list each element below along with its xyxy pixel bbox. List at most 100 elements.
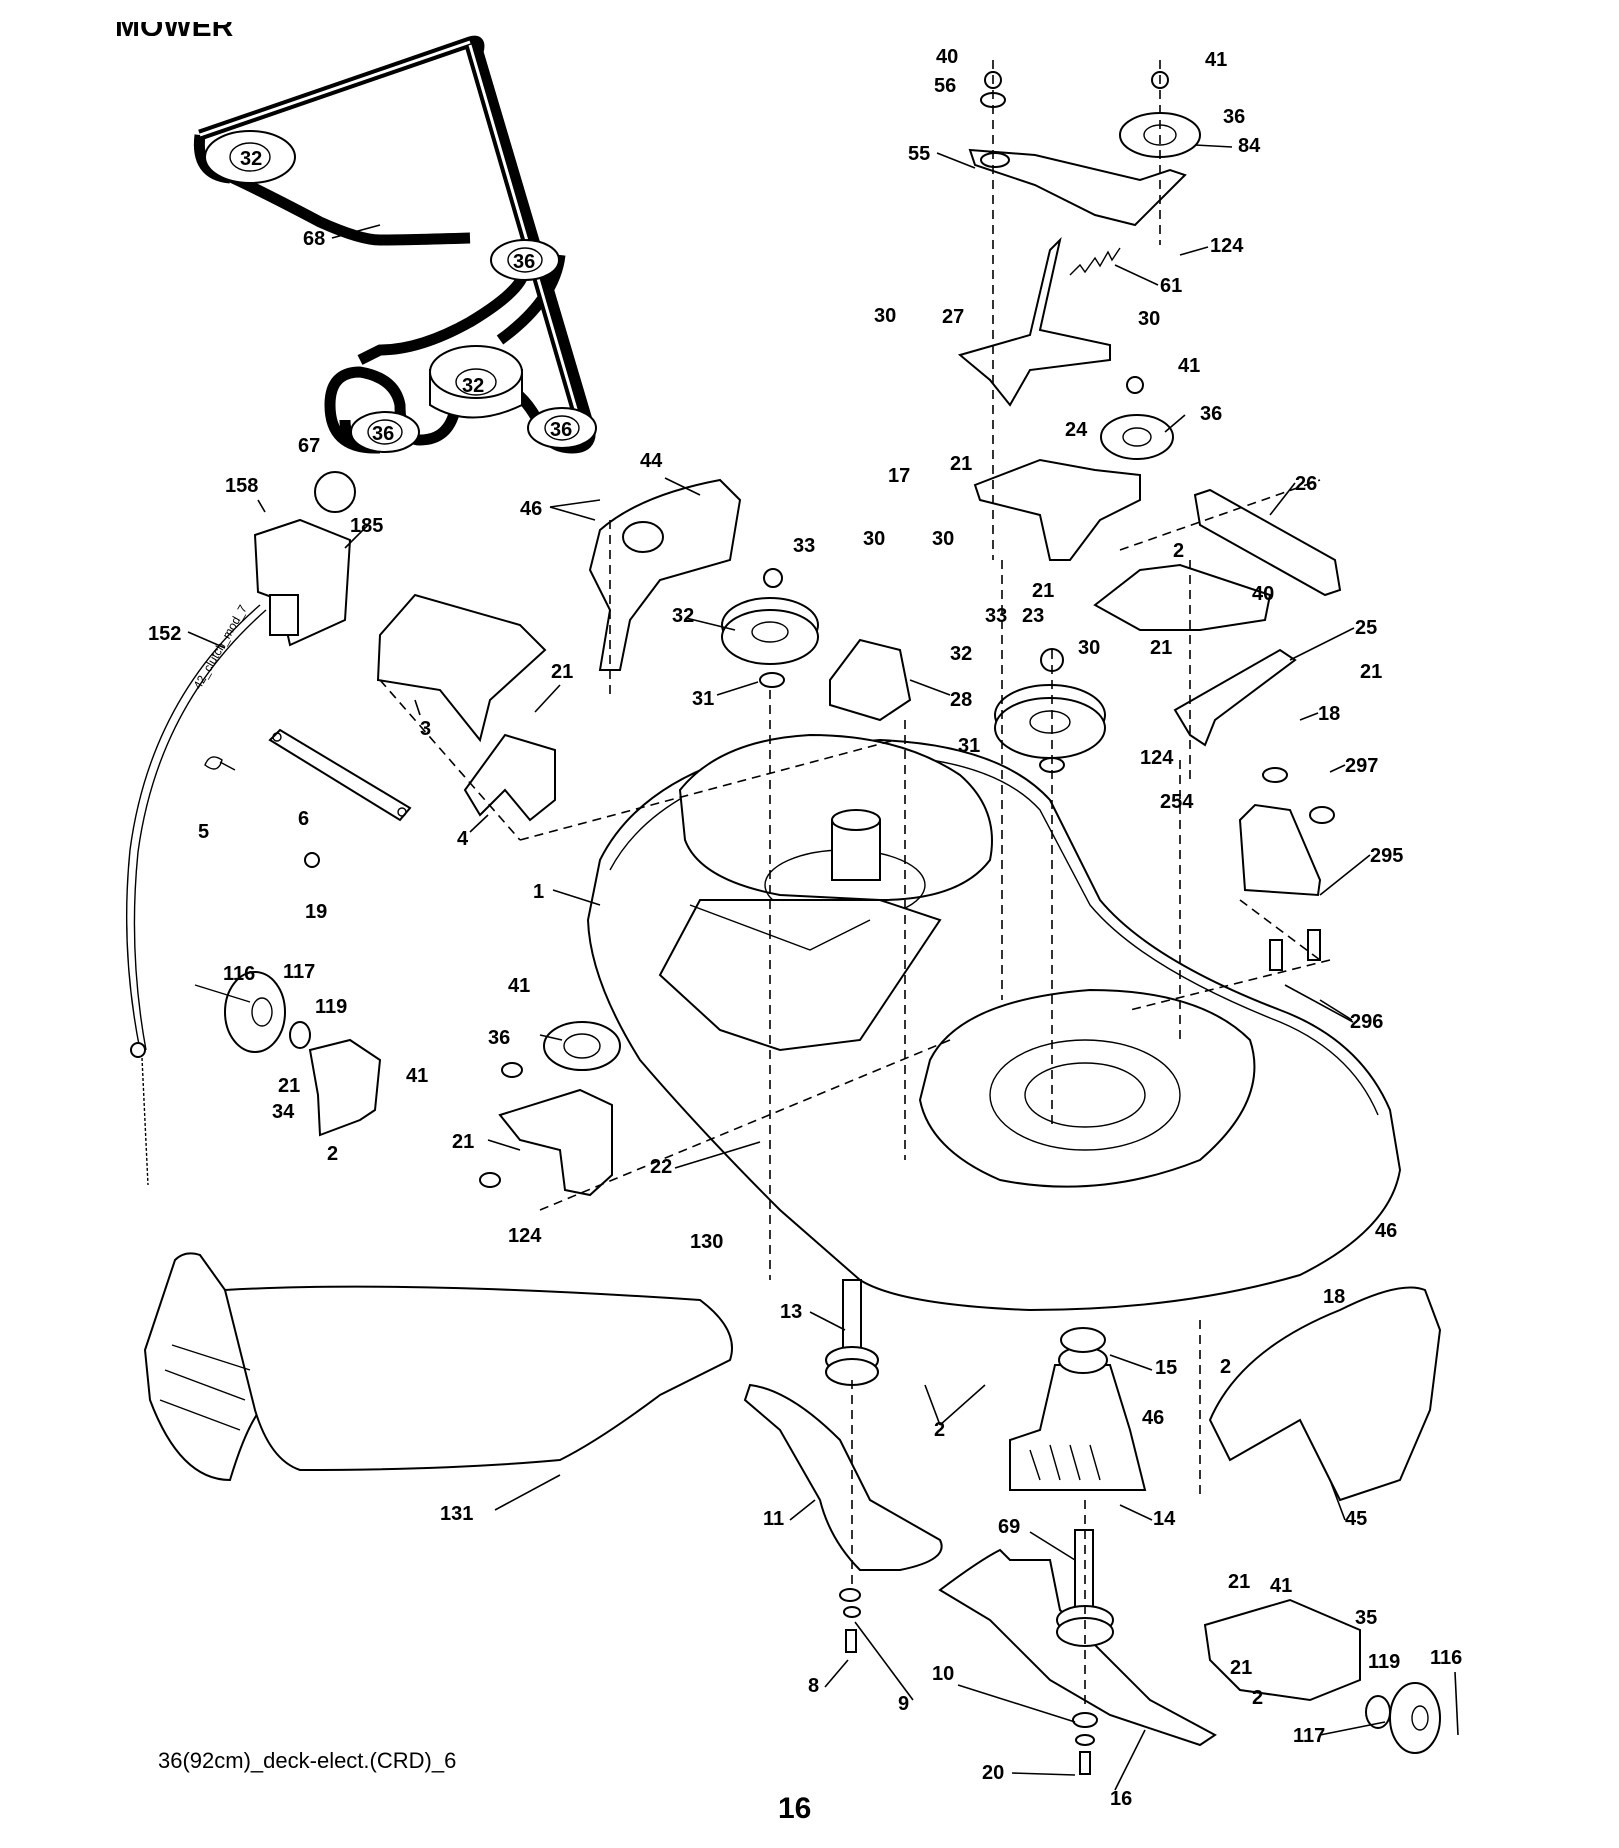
callout: 2 xyxy=(1173,540,1184,562)
callout: 35 xyxy=(1355,1607,1377,1629)
idler-arm-6 xyxy=(268,728,412,822)
callout: 56 xyxy=(934,75,956,97)
callout: 297 xyxy=(1345,755,1378,777)
callout: 44 xyxy=(640,450,663,472)
callout: 119 xyxy=(315,996,347,1018)
callout: 18 xyxy=(1318,703,1340,725)
callout: 36 xyxy=(488,1027,510,1049)
callout: 119 xyxy=(1368,1651,1400,1673)
callout: 295 xyxy=(1370,845,1403,867)
callout: 117 xyxy=(1293,1725,1325,1747)
callout: 124 xyxy=(508,1225,542,1247)
callout: 21 xyxy=(1230,1657,1252,1679)
cable-bracket xyxy=(253,471,356,647)
callout: 40 xyxy=(936,46,958,68)
callout: 30 xyxy=(932,528,954,550)
callout: 116 xyxy=(1430,1647,1462,1669)
callout: 40 xyxy=(1252,583,1274,605)
callout: 46 xyxy=(520,498,542,520)
gauge-wheel-right xyxy=(1203,1598,1441,1754)
pulley-36-mid xyxy=(1100,376,1174,460)
bolt-19 xyxy=(304,852,320,868)
callout: 26 xyxy=(1295,473,1317,495)
callout: 32 xyxy=(950,643,972,665)
callout: 116 xyxy=(223,963,255,985)
callout: 20 xyxy=(982,1762,1004,1784)
callout: 21 xyxy=(950,453,972,475)
callout: 21 xyxy=(1228,1571,1250,1593)
callout: 67 xyxy=(298,435,320,457)
callout: 15 xyxy=(1155,1357,1177,1379)
callout: 22 xyxy=(650,1156,672,1178)
callout-labels: 32 36 32 36 36 68 67 158 185 152 44 46 3… xyxy=(148,46,1462,1810)
callout: 41 xyxy=(1270,1575,1292,1597)
callout: 13 xyxy=(780,1301,802,1323)
callout: 41 xyxy=(508,975,530,997)
callout: 11 xyxy=(763,1508,784,1530)
callout: 30 xyxy=(863,528,885,550)
belt-shield-44 xyxy=(588,478,742,671)
callout: 2 xyxy=(327,1143,338,1165)
callout: 30 xyxy=(874,305,896,327)
callout: 152 xyxy=(148,623,181,645)
callout: 36 xyxy=(513,251,535,273)
bracket-27 xyxy=(957,236,1111,407)
callout: 18 xyxy=(1323,1286,1345,1308)
callout: 33 xyxy=(985,605,1007,627)
callout: 21 xyxy=(1360,661,1382,683)
callout: 124 xyxy=(1210,235,1244,257)
callout: 84 xyxy=(1238,135,1261,157)
alignment-lines xyxy=(379,60,1331,1710)
pulley-32-left xyxy=(721,568,819,688)
hitch-pin-5 xyxy=(204,756,236,771)
bracket-3 xyxy=(376,593,547,743)
callout: 24 xyxy=(1065,419,1088,441)
callout: 10 xyxy=(932,1663,954,1685)
callout: 16 xyxy=(1110,1788,1132,1810)
spindle-housing-14 xyxy=(1009,1327,1147,1491)
leader-lines xyxy=(187,144,1459,1791)
drawing-caption: 36(92cm)_deck-elect.(CRD)_6 xyxy=(158,1748,456,1773)
belt-pulleys xyxy=(204,130,597,453)
callout: 21 xyxy=(551,661,573,683)
callout: 28 xyxy=(950,689,972,711)
arm-25 xyxy=(1173,648,1297,747)
bottom-hardware xyxy=(839,1588,1098,1775)
callout: 68 xyxy=(303,228,325,250)
callout: 41 xyxy=(1205,49,1227,71)
callout: 36 xyxy=(1200,403,1222,425)
callout: 296 xyxy=(1350,1011,1383,1033)
callout: 31 xyxy=(958,735,980,757)
callout: 30 xyxy=(1078,637,1100,659)
callout: 41 xyxy=(406,1065,428,1087)
bracket-4 xyxy=(463,733,556,822)
callout: 131 xyxy=(440,1503,473,1525)
callout: 55 xyxy=(908,143,930,165)
callout: 19 xyxy=(305,901,327,923)
callout: 8 xyxy=(808,1675,819,1697)
callout: 61 xyxy=(1160,275,1182,297)
callout: 21 xyxy=(452,1131,474,1153)
callout: 45 xyxy=(1345,1508,1367,1530)
spindle-13 xyxy=(825,1279,879,1386)
callout: 2 xyxy=(1220,1356,1231,1378)
callout: 130 xyxy=(690,1231,723,1253)
deflector-295 xyxy=(1238,767,1335,971)
callout: 32 xyxy=(462,375,484,397)
callout: 41 xyxy=(1178,355,1200,377)
belt-guide-28 xyxy=(829,638,912,722)
callout: 4 xyxy=(457,828,469,850)
plate-23 xyxy=(1093,563,1272,631)
discharge-chute-131 xyxy=(143,1252,733,1482)
callout: 27 xyxy=(942,306,964,328)
callout: 36 xyxy=(1223,106,1245,128)
callout: 14 xyxy=(1153,1508,1176,1530)
callout: 21 xyxy=(278,1075,300,1097)
mower-deck-1 xyxy=(586,733,1402,1312)
callout: 21 xyxy=(1032,580,1054,602)
callout: 30 xyxy=(1138,308,1160,330)
bracket-26 xyxy=(1193,488,1342,597)
clutch-cable: 42_clutch_mod_7 xyxy=(125,602,267,1186)
page-number: 16 xyxy=(778,1792,811,1825)
